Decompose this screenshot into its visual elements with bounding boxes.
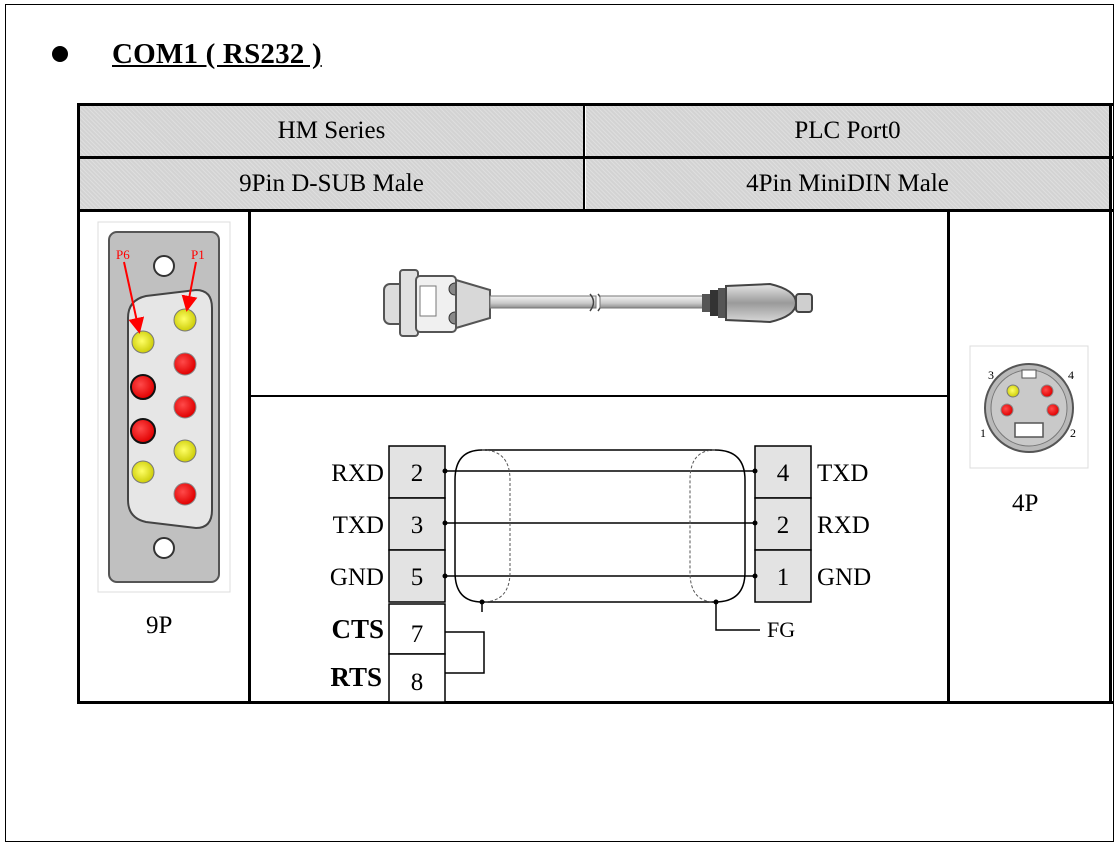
signal-txd-left: TXD (333, 512, 384, 539)
pin-yellow-icon (173, 439, 197, 463)
table-border-right (1109, 103, 1112, 704)
connector-label-4p: 4P (1012, 490, 1039, 517)
pin-red-icon (1040, 384, 1054, 398)
signal-rts: RTS (330, 662, 382, 692)
pin-box-5 (388, 549, 446, 603)
arrow-p1-icon (181, 261, 198, 312)
table-border-top (77, 103, 1113, 106)
signal-cts: CTS (331, 614, 384, 644)
pin-number-r1: 1 (777, 564, 790, 591)
minidin-4pin-drawing: 3 4 1 2 (969, 345, 1089, 469)
pin-number-8: 8 (411, 669, 424, 696)
pin-box-8 (388, 653, 446, 703)
signal-rxd-right: RXD (817, 512, 870, 539)
shield-end-right (689, 449, 716, 603)
header-hm-series: HM Series (277, 117, 386, 144)
header-plc-port: PLC Port0 (794, 117, 901, 144)
cable-shield (454, 449, 746, 603)
table-border-bottom (77, 701, 1113, 704)
pin-yellow-icon (131, 460, 155, 484)
pin-number-r2: 2 (777, 512, 790, 539)
pin-number-5: 5 (411, 564, 424, 591)
subheader-4pin: 4Pin MiniDIN Male (746, 170, 949, 197)
pin-red-icon (1000, 403, 1014, 417)
minidin-pin-1: 1 (980, 426, 986, 440)
pin-yellow-icon (131, 330, 155, 354)
pin-number-r4: 4 (777, 460, 790, 487)
mount-hole-top-icon (153, 255, 175, 277)
arrow-p6-icon (123, 261, 145, 334)
fg-ground-wire (715, 602, 760, 631)
pin-red-icon (1046, 403, 1060, 417)
cable-illustration (383, 269, 813, 337)
pin-yellow-icon (173, 308, 197, 332)
fg-label: FG (767, 617, 795, 642)
section-heading: COM1 ( RS232 ) (112, 38, 322, 70)
pin-label-p6: P6 (116, 247, 130, 262)
pin-red-icon (173, 352, 197, 376)
header-cell-plc-port: PLC Port0 (586, 106, 1109, 156)
pin-number-2: 2 (411, 460, 424, 487)
shield-end-left (481, 449, 511, 603)
column-divider-right (947, 209, 950, 704)
pin-box-3 (388, 497, 446, 551)
pin-label-p1: P1 (191, 247, 205, 262)
pin-red-icon (130, 374, 156, 400)
minidin-pin-3: 3 (988, 368, 994, 382)
cable-diagram-divider (250, 395, 949, 397)
connector-label-9p: 9P (146, 612, 173, 639)
pin-red-icon (173, 482, 197, 506)
pin-box-r2 (754, 497, 812, 551)
table-rule-1 (77, 156, 1113, 159)
pin-red-icon (130, 418, 156, 444)
pin-box-2 (388, 445, 446, 499)
pin-yellow-icon (1006, 384, 1020, 398)
page-frame (5, 4, 1114, 842)
signal-gnd-right: GND (817, 564, 871, 591)
pin-box-7 (388, 603, 446, 655)
pin-red-icon (173, 395, 197, 419)
subheader-cell-9pin: 9Pin D-SUB Male (80, 159, 583, 209)
table-border-left (77, 103, 80, 704)
mount-hole-bottom-icon (153, 537, 175, 559)
pin-number-7: 7 (411, 621, 424, 648)
table-rule-2 (77, 209, 1113, 212)
subheader-9pin: 9Pin D-SUB Male (239, 170, 424, 197)
header-divider (583, 103, 585, 211)
signal-gnd-left: GND (330, 564, 384, 591)
subheader-cell-4pin: 4Pin MiniDIN Male (586, 159, 1109, 209)
wiring-diagram: RXD 2 TXD 3 GND 5 CTS 7 RTS 8 4 TXD 2 RX… (330, 445, 871, 703)
column-divider-left (248, 209, 251, 704)
signal-rxd-left: RXD (331, 460, 384, 487)
minidin-pin-4: 4 (1068, 368, 1074, 382)
signal-txd-right: TXD (817, 460, 868, 487)
pin-number-3: 3 (411, 512, 424, 539)
bullet-icon (52, 46, 68, 62)
header-cell-hm-series: HM Series (80, 106, 583, 156)
dsub-shell (127, 288, 213, 530)
cts-rts-jumper (445, 631, 485, 674)
minidin-pin-2: 2 (1070, 426, 1076, 440)
minidin-plug (725, 282, 798, 324)
dsub-9pin-drawing: P6 P1 (97, 221, 231, 593)
